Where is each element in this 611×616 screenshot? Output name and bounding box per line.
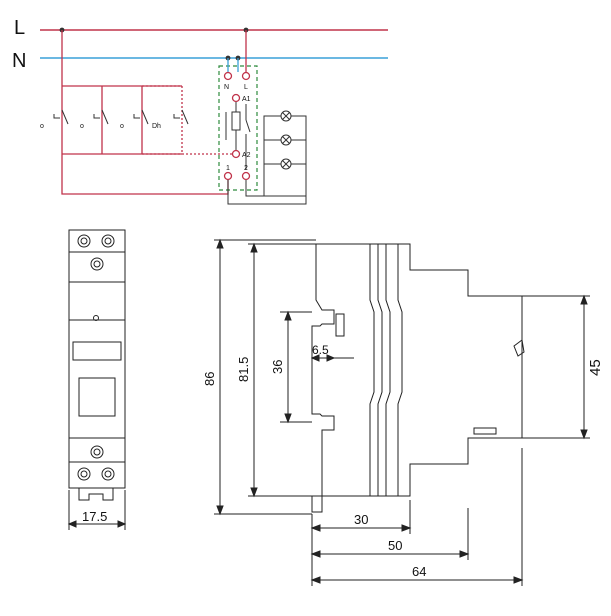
lamp-icon xyxy=(280,158,292,170)
depth-64-label: 64 xyxy=(412,564,426,579)
terminal-1 xyxy=(223,171,233,181)
lamp-icon xyxy=(280,134,292,146)
line-label: L xyxy=(14,17,25,39)
terminal-1-label: 1 xyxy=(226,165,230,172)
dimension-lines xyxy=(214,238,590,586)
wiring-diagram: L N o xyxy=(12,17,388,205)
relay-module-outline xyxy=(218,65,258,191)
terminal-n xyxy=(223,71,233,81)
lamp-return-wire xyxy=(227,180,307,205)
lamp-feed-wire xyxy=(245,115,307,197)
front-height-label: 45 xyxy=(587,359,604,376)
lamp-icon xyxy=(280,110,292,122)
front-width-label: 17.5 xyxy=(82,509,107,524)
terminal-a2 xyxy=(231,149,241,159)
neutral-label: N xyxy=(12,50,26,72)
side-view xyxy=(311,243,525,513)
terminal-2 xyxy=(241,171,251,181)
rail-height-label: 36 xyxy=(270,360,285,374)
line-feed-wire xyxy=(61,30,229,195)
inner-height-label: 81.5 xyxy=(236,357,251,382)
pushbutton-label: Dh xyxy=(152,123,161,130)
terminal-a1 xyxy=(231,93,241,103)
front-view xyxy=(67,229,127,530)
relay-coil-symbol xyxy=(225,102,251,170)
pushbutton-label: o xyxy=(40,123,44,130)
pushbutton-symbol xyxy=(53,109,189,125)
terminal-l xyxy=(241,71,251,81)
pushbutton-label: o xyxy=(80,123,84,130)
slot-width-label: 6.5 xyxy=(312,343,329,357)
pushbutton-label: o xyxy=(120,123,124,130)
terminal-a1-label: A1 xyxy=(242,96,251,103)
terminal-a2-label: A2 xyxy=(242,152,251,159)
terminal-2-label: 2 xyxy=(244,165,248,172)
total-height-label: 86 xyxy=(202,372,217,386)
depth-50-label: 50 xyxy=(388,538,402,553)
terminal-l-label: L xyxy=(244,84,248,91)
terminal-n-label: N xyxy=(224,84,229,91)
depth-30-label: 30 xyxy=(354,512,368,527)
